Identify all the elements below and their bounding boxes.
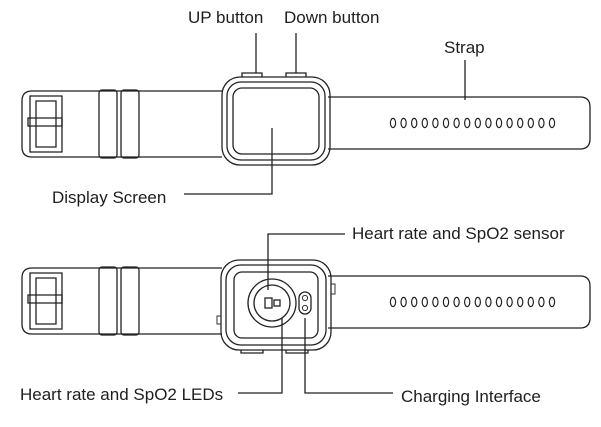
strap-pin xyxy=(331,283,336,295)
label-hr-sensor: Heart rate and SpO2 sensor xyxy=(352,224,565,243)
label-strap: Strap xyxy=(444,38,485,57)
strap-hole xyxy=(538,296,545,308)
strap-hole xyxy=(485,296,492,308)
back-strap-loop xyxy=(120,266,140,336)
strap-hole xyxy=(389,117,397,129)
strap-hole xyxy=(517,296,524,308)
strap-hole xyxy=(453,296,460,308)
label-display-screen: Display Screen xyxy=(52,188,167,207)
front-strap-loop xyxy=(98,89,118,159)
strap-hole xyxy=(432,296,439,308)
strap-hole xyxy=(442,117,450,129)
label-hr-leds: Heart rate and SpO2 LEDs xyxy=(20,385,224,404)
strap-hole xyxy=(495,117,503,129)
strap-hole xyxy=(432,117,439,129)
watch-back-view xyxy=(21,233,591,394)
strap-hole xyxy=(421,117,428,129)
strap-hole xyxy=(400,296,407,308)
back-buckle-prong xyxy=(27,294,63,304)
strap-hole xyxy=(527,296,535,308)
front-left-strap xyxy=(21,89,222,159)
strap-hole xyxy=(389,296,397,308)
front-strap-holes xyxy=(389,117,556,129)
front-watch-case xyxy=(221,72,331,166)
back-strap-holes xyxy=(389,296,556,308)
back-button xyxy=(285,350,309,354)
leader-hr-leds xyxy=(238,318,283,394)
strap-hole xyxy=(548,117,556,129)
back-left-strap xyxy=(21,266,222,336)
label-up-button: UP button xyxy=(188,8,264,27)
strap-hole xyxy=(495,296,503,308)
front-strap-loop xyxy=(120,89,140,159)
back-buckle xyxy=(29,272,63,330)
back-right-strap xyxy=(328,275,591,329)
strap-hole xyxy=(421,296,428,308)
charging-interface xyxy=(298,291,312,315)
back-strap-loop xyxy=(98,266,118,336)
strap-hole xyxy=(411,296,418,308)
front-right-strap xyxy=(328,96,591,150)
strap-hole xyxy=(442,296,450,308)
strap-hole xyxy=(464,296,471,308)
strap-hole xyxy=(453,117,460,129)
strap-hole xyxy=(538,117,545,129)
strap-hole xyxy=(506,117,513,129)
back-watch-case xyxy=(216,259,336,354)
leader-charging xyxy=(304,318,393,394)
strap-hole xyxy=(464,117,471,129)
strap-hole xyxy=(474,296,481,308)
leader-display-screen xyxy=(184,128,273,195)
strap-hole xyxy=(548,296,556,308)
strap-pin xyxy=(216,315,221,325)
strap-hole xyxy=(400,117,407,129)
strap-hole xyxy=(474,117,481,129)
strap-hole xyxy=(517,117,524,129)
label-down-button: Down button xyxy=(284,8,380,27)
back-button xyxy=(240,350,264,354)
front-buckle xyxy=(29,95,63,153)
up-button xyxy=(241,72,263,77)
strap-hole xyxy=(506,296,513,308)
strap-hole xyxy=(485,117,492,129)
strap-hole xyxy=(411,117,418,129)
watch-front-view xyxy=(21,33,591,195)
leader-hr-sensor xyxy=(267,233,345,290)
front-buckle-prong xyxy=(27,117,63,127)
label-charging-interface: Charging Interface xyxy=(401,387,541,406)
strap-hole xyxy=(527,117,535,129)
heart-rate-sensor xyxy=(247,278,297,328)
display-screen xyxy=(232,87,320,155)
